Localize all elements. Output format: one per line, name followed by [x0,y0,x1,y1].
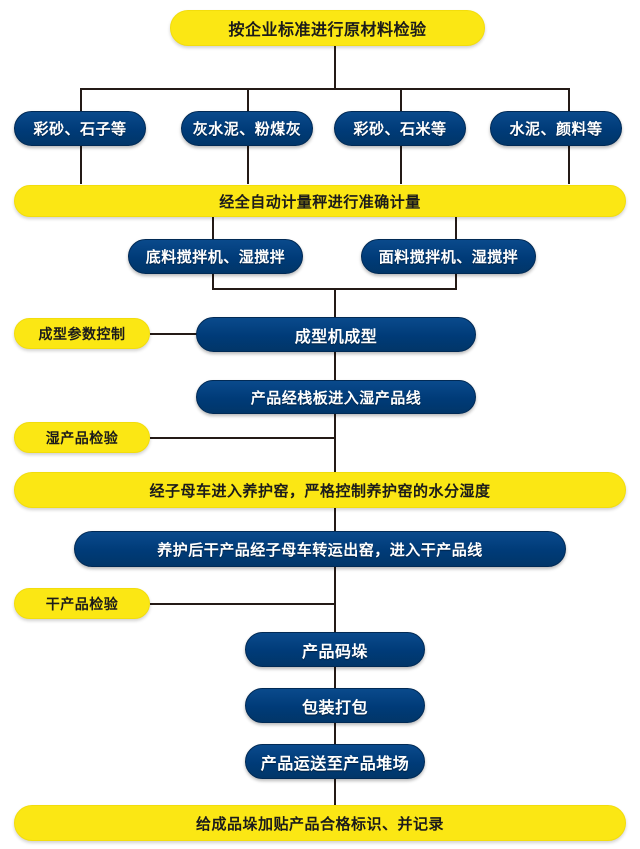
connector-material-3-down [400,88,402,111]
connector-mixer-base-down [212,273,214,289]
connector-material-4-down [568,88,570,111]
connector-material-2-down [247,88,249,111]
connector-material-2-to-weighing [247,146,249,184]
connector-forming-to-wet-line [334,351,336,380]
connector-wet-inspection-branch [150,437,336,439]
connector-material-1-to-weighing [80,146,82,184]
node-dry-product-line[interactable]: 养护后干产品经子母车转运出窑，进入干产品线 [74,531,566,567]
node-dry-product-inspection[interactable]: 干产品检验 [14,588,150,619]
node-weighing[interactable]: 经全自动计量秤进行准确计量 [14,185,626,217]
connector-merge-to-forming [334,288,336,318]
node-mixer-base[interactable]: 底料搅拌机、湿搅拌 [128,239,303,274]
connector-mixer-face-down [455,273,457,289]
node-forming-machine[interactable]: 成型机成型 [196,317,476,352]
node-curing-kiln[interactable]: 经子母车进入养护窑，严格控制养护窑的水分湿度 [14,472,626,508]
node-wet-product-line[interactable]: 产品经栈板进入湿产品线 [196,380,476,414]
node-packaging[interactable]: 包装打包 [245,688,425,723]
connector-material-1-down [80,88,82,111]
node-material-1[interactable]: 彩砂、石子等 [14,111,146,146]
node-mixer-face[interactable]: 面料搅拌机、湿搅拌 [361,239,536,274]
node-material-4[interactable]: 水泥、颜料等 [490,111,622,146]
node-labeling[interactable]: 给成品垛加贴产品合格标识、并记录 [14,805,626,841]
connector-dry-line-to-stacking [334,566,336,633]
connector-material-4-to-weighing [568,146,570,184]
node-forming-params[interactable]: 成型参数控制 [14,318,150,349]
connector-materials-bus [80,88,570,90]
connector-transport-to-labeling [334,778,336,805]
node-material-3[interactable]: 彩砂、石米等 [334,111,466,146]
node-stacking[interactable]: 产品码垛 [245,632,425,667]
connector-kiln-to-dry-line [334,508,336,531]
node-material-2[interactable]: 灰水泥、粉煤灰 [181,111,313,146]
connector-title-down [334,45,336,88]
connector-wet-line-to-kiln [334,413,336,472]
node-wet-product-inspection[interactable]: 湿产品检验 [14,422,150,453]
connector-stacking-to-packaging [334,666,336,689]
connector-packaging-to-transport [334,722,336,745]
connector-weighing-to-mixer-face [455,216,457,240]
connector-material-3-to-weighing [400,146,402,184]
node-transport[interactable]: 产品运送至产品堆场 [245,744,425,779]
connector-dry-inspection-branch [150,603,336,605]
connector-weighing-to-mixer-base [212,216,214,240]
node-raw-material-inspection[interactable]: 按企业标准进行原材料检验 [170,10,485,46]
